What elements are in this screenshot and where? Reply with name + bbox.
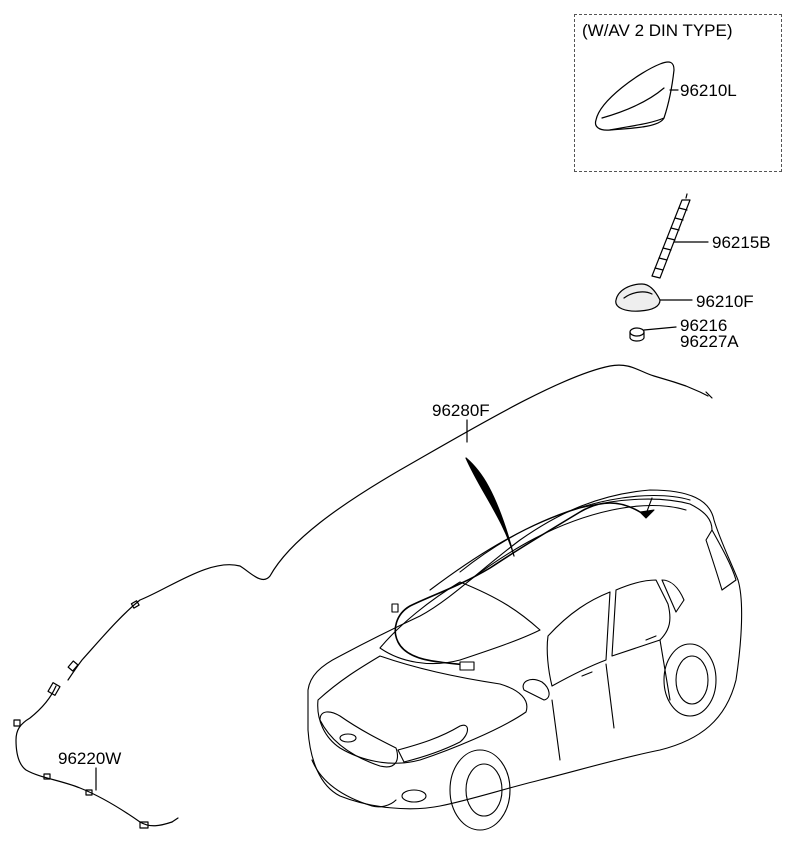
extension-cable [13, 682, 179, 829]
antenna-base [615, 283, 693, 312]
option-box [574, 14, 782, 172]
antenna-nut [629, 326, 677, 342]
car-illustration [307, 489, 743, 831]
part-label-antenna-pole: 96215B [712, 233, 771, 252]
roof-feeder-cable [67, 364, 713, 681]
part-label-antenna-base: 96210F [696, 292, 754, 311]
part-label-nut-2: 96227A [680, 332, 739, 351]
part-label-shark-fin-antenna: 96210L [680, 81, 737, 100]
antenna-pole [651, 193, 709, 279]
part-label-roof-feeder-cable: 96280F [432, 401, 490, 420]
part-label-nut-1: 96216 [680, 316, 728, 335]
part-label-extension-cable: 96220W [58, 749, 122, 768]
option-box-title: (W/AV 2 DIN TYPE) [582, 21, 733, 40]
leader-line-nut [643, 326, 677, 331]
pointer-wedge [465, 457, 515, 557]
shark-fin-antenna [594, 61, 679, 131]
